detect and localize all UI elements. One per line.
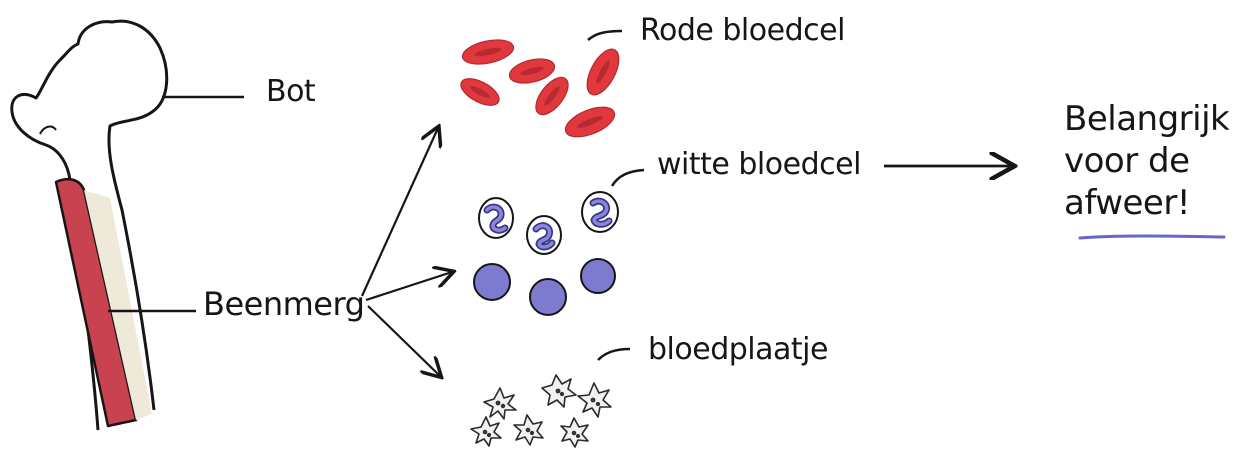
red-blood-cell xyxy=(457,73,503,110)
white-blood-cells-granular xyxy=(479,192,618,254)
red-cell-label: Rode bloedcel xyxy=(640,16,845,46)
bone-label: Bot xyxy=(266,77,315,107)
bone-drawing xyxy=(12,21,167,430)
defense-note: Belangrijk voor de afweer! xyxy=(1064,98,1229,224)
white-blood-cell xyxy=(582,192,618,232)
platelet xyxy=(578,383,611,417)
red-blood-cells xyxy=(457,36,626,143)
red-blood-cell xyxy=(460,36,515,68)
branch-arrows xyxy=(362,128,452,376)
white-blood-cell xyxy=(479,198,513,238)
white-cell-leader-line xyxy=(612,170,644,186)
platelet xyxy=(514,415,543,445)
platelet-label: bloedplaatje xyxy=(648,335,828,365)
note-line-2: voor de xyxy=(1064,140,1229,182)
white-blood-cell xyxy=(527,216,561,254)
white-cell-label: witte bloedcel xyxy=(657,150,861,180)
marrow-label: Beenmerg xyxy=(203,288,364,320)
red-blood-cell xyxy=(561,101,618,143)
white-blood-cells-round xyxy=(474,259,615,315)
white-blood-cell xyxy=(474,264,510,300)
red-cell-leader-line xyxy=(588,31,622,40)
platelets xyxy=(471,375,611,447)
arrow-to-red-cells xyxy=(362,128,438,296)
note-line-1: Belangrijk xyxy=(1064,98,1229,140)
platelet xyxy=(542,375,576,407)
note-line-3: afweer! xyxy=(1064,182,1229,224)
note-underline xyxy=(1080,236,1224,238)
platelet-leader-line xyxy=(598,349,630,360)
white-blood-cell xyxy=(581,259,615,293)
platelet xyxy=(561,418,588,447)
red-blood-cell xyxy=(581,44,626,99)
platelet xyxy=(484,388,516,419)
white-blood-cell xyxy=(530,279,566,315)
platelet xyxy=(471,417,501,446)
arrow-to-white-cells xyxy=(366,272,452,300)
arrow-to-platelets xyxy=(368,306,440,376)
